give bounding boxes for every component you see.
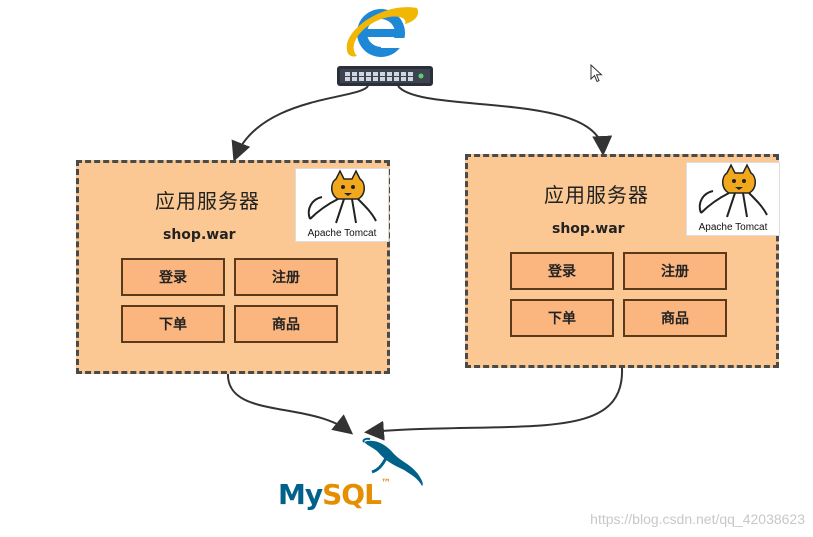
module-login: 登录 (510, 252, 614, 290)
app-server-1: 应用服务器 shop.war Apache Tomcat 登录 注册 下单 商品 (76, 160, 390, 374)
tomcat-logo: Apache Tomcat (295, 168, 389, 242)
war-label: shop.war (163, 227, 236, 243)
tomcat-label: Apache Tomcat (698, 222, 768, 233)
mysql-sql: SQL (322, 478, 382, 511)
module-register: 注册 (623, 252, 727, 290)
cursor-icon (590, 64, 603, 83)
ie-browser-icon (346, 7, 419, 57)
module-order: 下单 (510, 299, 614, 337)
module-login: 登录 (121, 258, 225, 296)
tomcat-logo: Apache Tomcat (686, 162, 780, 236)
server-title: 应用服务器 (155, 189, 260, 213)
network-switch-icon (337, 66, 433, 86)
tomcat-cat-icon (307, 169, 377, 224)
mysql-wordmark: MySQL™ (278, 478, 391, 511)
arrow-server-1-to-mysql (226, 371, 354, 435)
mysql-dolphin-icon (362, 437, 423, 486)
mysql-logo: MySQL™ (278, 436, 428, 516)
module-register: 注册 (234, 258, 338, 296)
war-label: shop.war (552, 221, 625, 237)
arrow-switch-to-server-2 (397, 85, 613, 156)
tomcat-label: Apache Tomcat (307, 228, 377, 239)
server-title: 应用服务器 (544, 183, 649, 207)
module-product: 商品 (234, 305, 338, 343)
watermark: https://blog.csdn.net/qq_42038623 (590, 511, 805, 527)
arrow-switch-to-server-1 (231, 85, 369, 162)
module-order: 下单 (121, 305, 225, 343)
app-server-2: 应用服务器 shop.war Apache Tomcat 登录 注册 下单 商品 (465, 154, 780, 368)
mysql-my: My (278, 478, 323, 511)
mysql-tm: ™ (380, 478, 391, 489)
module-product: 商品 (623, 299, 727, 337)
arrow-server-2-to-mysql (364, 367, 624, 441)
tomcat-cat-icon (698, 163, 768, 218)
